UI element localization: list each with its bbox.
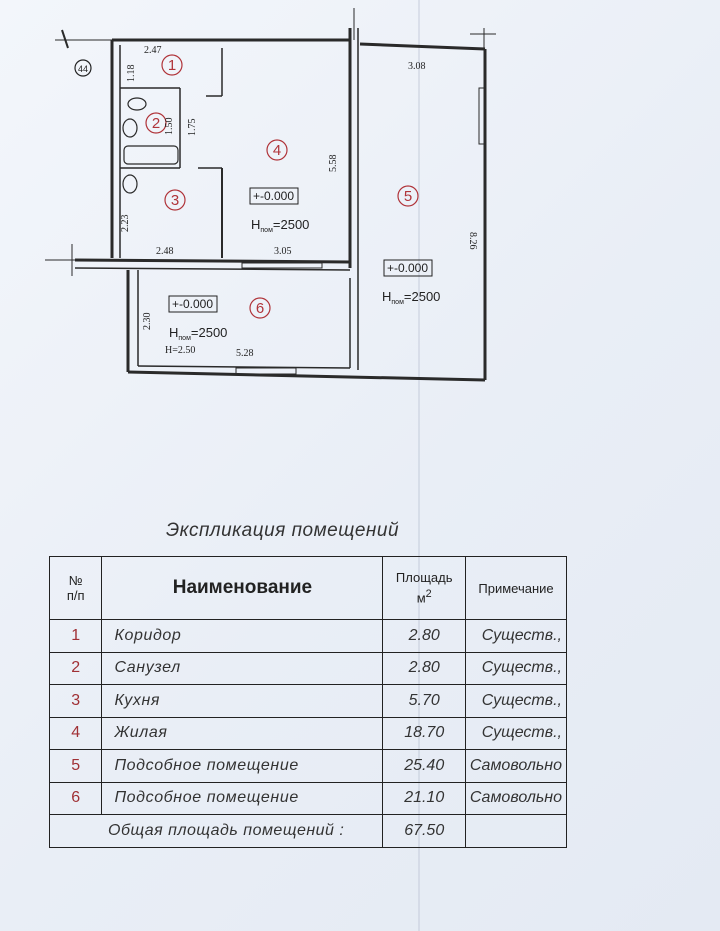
row-note: Самовольно: [465, 749, 567, 783]
table-row: 2 Санузел 2.80 Существ.,: [48, 651, 567, 685]
header-area-line2: м2: [383, 586, 465, 606]
wall-6-bottom-inner: [137, 365, 351, 369]
room-2-circle: [145, 112, 167, 134]
dim-3-05: 3.05: [274, 246, 292, 257]
level-tag-6: +-0.000: [172, 297, 213, 311]
toilet-icon: [122, 118, 138, 138]
row-area: 18.70: [382, 716, 467, 750]
building-number: 44: [78, 64, 88, 74]
row-name: Жилая: [101, 716, 384, 750]
dim-5-28: 5.28: [236, 348, 254, 359]
window-6: [235, 367, 297, 375]
row-num: 5: [48, 749, 103, 783]
table-row: 6 Подсобное помещение 21.10 Самовольно: [48, 781, 567, 815]
level-tag-4: +-0.000: [253, 189, 294, 203]
room-3-circle: [164, 189, 186, 211]
header-area-unit: м: [416, 590, 426, 606]
header-area-sup: 2: [425, 588, 432, 601]
table-total-row: Общая площадь помещений : 67.50: [48, 814, 567, 848]
wall-bottom: [127, 370, 486, 382]
dim-3-08: 3.08: [408, 61, 426, 72]
explication-table: № п/п Наименование Площадь м2 Примечание…: [48, 556, 567, 848]
sink-icon: [127, 97, 147, 111]
table-row: 4 Жилая 18.70 Существ.,: [48, 716, 567, 750]
dim-2-48: 2.48: [156, 246, 174, 257]
row-area: 25.40: [382, 749, 467, 783]
dim-8-26: 8.26: [467, 232, 478, 250]
header-num-line1: №: [68, 573, 83, 588]
dim-1-75: 1.75: [187, 119, 198, 137]
row-note: Существ.,: [465, 619, 567, 653]
row-name: Подсобное помещение: [101, 781, 384, 815]
height-label-5: Hпом=2500: [382, 289, 440, 306]
room-1-number: 1: [168, 57, 176, 74]
row-name: Коридор: [101, 619, 384, 653]
axis-tick-left: [61, 29, 69, 49]
row-area: 2.80: [382, 619, 467, 653]
row-name: Санузел: [101, 651, 384, 685]
dim-5-58: 5.58: [328, 155, 339, 173]
table-row: 1 Коридор 2.80 Существ.,: [48, 619, 567, 653]
explication-title: Экспликация помещений: [166, 520, 400, 541]
header-area: Площадь м2: [382, 556, 467, 620]
bathtub-icon: [123, 145, 179, 165]
header-note: Примечание: [465, 556, 567, 620]
dim-1-50: 1.50: [164, 118, 175, 136]
room-2-number: 2: [152, 115, 160, 132]
window-5: [478, 87, 486, 145]
row-num: 6: [48, 781, 103, 815]
building-number-circle: [74, 59, 92, 77]
level-tag-6-box: [168, 295, 218, 313]
row-area: 2.80: [382, 651, 467, 685]
dim-2-23: 2.23: [120, 215, 131, 233]
row-area: 5.70: [382, 684, 467, 718]
header-name: Наименование: [101, 556, 384, 620]
row-area: 21.10: [382, 781, 467, 815]
dim-1-18: 1.18: [126, 65, 137, 83]
room-4-number: 4: [273, 142, 281, 159]
level-tag-4-box: [249, 187, 299, 205]
table-row: 5 Подсобное помещение 25.40 Самовольно: [48, 749, 567, 783]
room-6-number: 6: [256, 300, 264, 317]
floor-plan: 44 1 2 3 4 5 6 2.47 1.18 1.75 1.50 5.58 …: [45, 8, 496, 382]
room-3-number: 3: [171, 192, 179, 209]
dim-2-30: 2.30: [142, 313, 153, 331]
table-row: 3 Кухня 5.70 Существ.,: [48, 684, 567, 718]
wall-south: [74, 258, 351, 264]
wall-south-inner: [74, 267, 351, 271]
row-note: Самовольно: [465, 781, 567, 815]
table-header-row: № п/п Наименование Площадь м2 Примечание: [48, 556, 567, 620]
height-label-6: Hпом=2500: [169, 325, 227, 342]
header-num-line2: п/п: [66, 588, 85, 603]
header-num: № п/п: [48, 556, 103, 620]
window-south: [241, 262, 323, 269]
wall-top-right: [359, 42, 486, 51]
room-5-circle: [397, 185, 419, 207]
level-tag-5-box: [383, 259, 433, 277]
header-area-line1: Площадь: [395, 570, 453, 586]
row-note: Существ.,: [465, 716, 567, 750]
stove-icon: [122, 174, 138, 194]
dim-2-47: 2.47: [144, 45, 162, 56]
row-note: Существ.,: [465, 684, 567, 718]
row-num: 2: [48, 651, 103, 685]
room-4-circle: [266, 139, 288, 161]
total-label: Общая площадь помещений :: [48, 814, 384, 848]
row-num: 1: [48, 619, 103, 653]
room-5-number: 5: [404, 188, 412, 205]
row-num: 4: [48, 716, 103, 750]
row-name: Кухня: [101, 684, 384, 718]
total-area: 67.50: [382, 814, 467, 848]
row-num: 3: [48, 684, 103, 718]
height-label-4: Hпом=2500: [251, 217, 309, 234]
level-tag-5: +-0.000: [387, 261, 428, 275]
total-note-empty: [465, 814, 567, 848]
room-1-circle: [161, 54, 183, 76]
plan-walls: [45, 8, 496, 382]
row-name: Подсобное помещение: [101, 749, 384, 783]
height-note-6: H=2.50: [165, 345, 195, 356]
room-6-circle: [249, 297, 271, 319]
paper-fold: [418, 0, 420, 931]
row-note: Существ.,: [465, 651, 567, 685]
